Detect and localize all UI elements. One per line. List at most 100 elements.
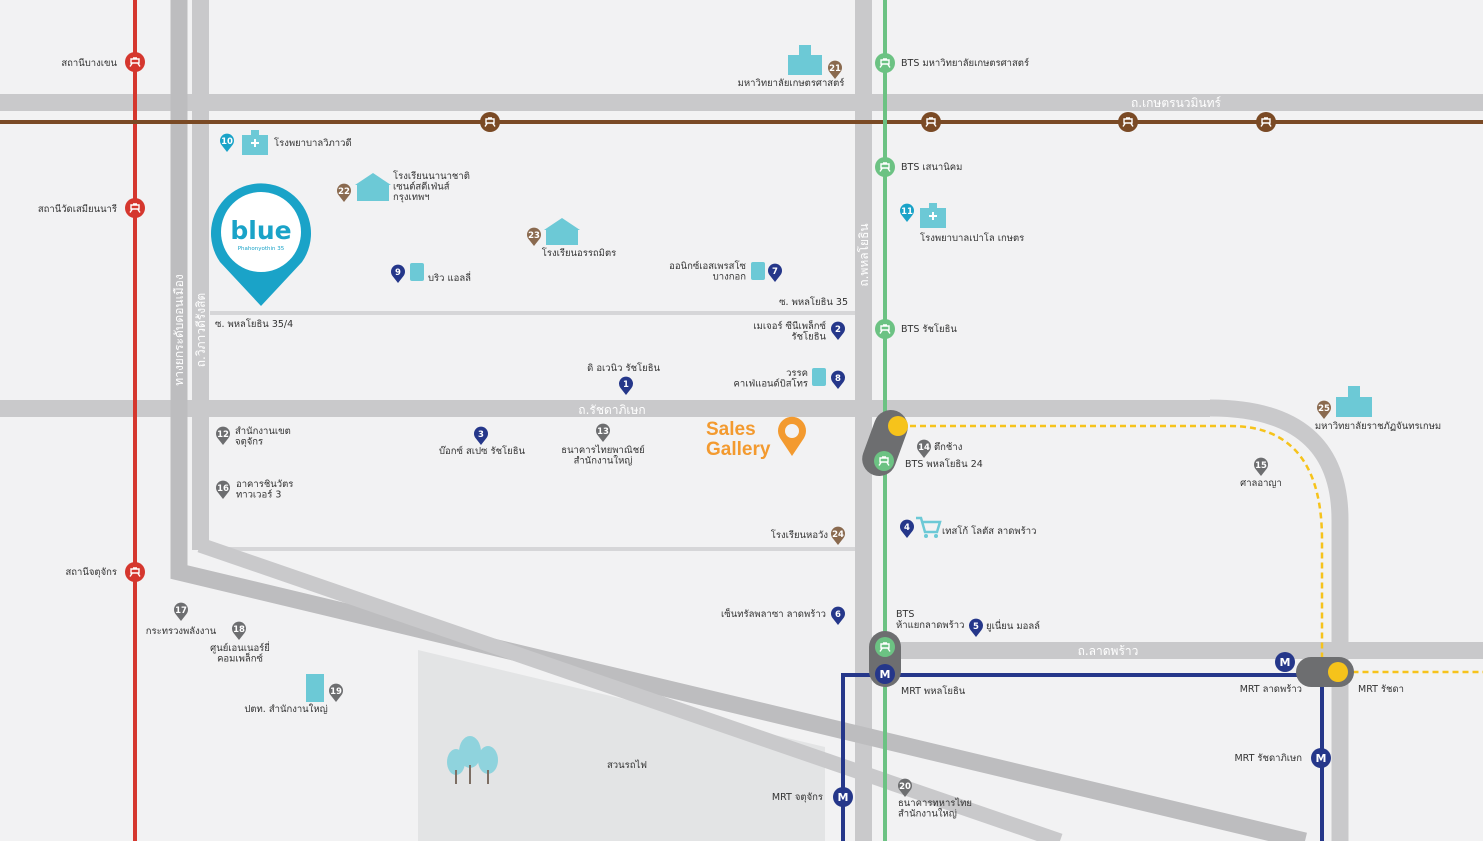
location-pin-icon [216,426,231,445]
bts-sena-nikhom-station[interactable] [875,157,895,177]
road-label-soi-35: ซ. พหลโยธิน 35 [779,296,848,308]
train-station-icon [1256,112,1276,132]
school-icon [788,45,822,75]
pin-number: 18 [233,625,245,635]
landmark-p3[interactable]: 3บ๊อกซ์ สเปซ รัชโยธิน [439,426,526,457]
train-station-icon [125,562,145,582]
location-pin-icon [831,526,845,545]
landmark-label: สำนักงานเขตจตุจักร [235,426,291,448]
hospital-icon [242,130,268,155]
soi-35-4-road [210,311,856,315]
label-bts-phahon24: BTS พหลโยธิน 24 [905,458,983,470]
landmark-label: เมเจอร์ ซีนีเพล็กซ์รัชโยธิน [753,319,826,343]
mrt-phahon-station[interactable]: M [875,664,895,684]
bts-ratchayothin-station[interactable] [875,319,895,339]
train-station-icon [875,53,895,73]
train-station-icon [921,112,941,132]
coffee-cup-icon [812,368,826,386]
label-bts-kasetsart: BTS มหาวิทยาลัยเกษตรศาสตร์ [901,57,1029,69]
yellow-phahon24-station[interactable] [888,416,908,436]
rot-fai-park-area [418,650,825,841]
landmark-label: มหาวิทยาลัยราชภัฏจันทรเกษม [1315,421,1441,432]
brown-station-1[interactable] [480,112,500,132]
mrt-m-icon [1275,652,1295,672]
soi-road-lower [210,547,856,551]
location-pin-icon [969,618,984,637]
label-mrt-ratchada: MRT รัชดา [1358,684,1404,695]
brown-station-3[interactable] [1118,112,1138,132]
location-pin-icon [391,264,405,283]
station-bang-khen[interactable] [125,52,145,72]
landmark-label: ยูเนี่ยน มอลล์ [986,619,1040,632]
landmark-p18[interactable]: 18 ศูนย์เอนเนอร์ยี่คอมเพล็กซ์ [210,621,270,665]
mrt-chatuchak-station[interactable]: M [833,787,853,807]
pin-number: 5 [973,622,979,632]
location-pin-icon [831,606,845,625]
pin-number: 6 [835,610,841,620]
landmark-label: ออนิกซ์เอสเพรสโซบางกอก [669,260,746,283]
landmark-p7[interactable]: 7 ออนิกซ์เอสเพรสโซบางกอก [669,260,782,283]
location-pin-icon [831,321,845,340]
location-pin-icon [619,376,633,395]
landmark-p6[interactable]: 6เซ็นทรัลพลาซา ลาดพร้าว [721,606,845,625]
pin-number: 13 [597,427,609,437]
landmark-label: บริว แอลลี่ [428,271,471,284]
pin-number: 7 [772,267,778,277]
landmark-p1[interactable]: 1ดิ อเวนิว รัชโยธิน [587,362,660,395]
sales-gallery-marker[interactable]: Sales Gallery [706,416,806,460]
mrt-ratchadaphisek-station[interactable]: M [1311,748,1331,768]
yellow-line [900,424,1483,674]
location-pin-icon [596,423,611,442]
ratchadaphisek-road-east [856,400,1210,417]
landmark-label: โรงพยาบาลวิภาวดี [274,137,352,149]
landmark-p5[interactable]: 5 ยูเนี่ยน มอลล์ [969,618,1040,637]
landmark-label: ศูนย์เอนเนอร์ยี่คอมเพล็กซ์ [210,641,270,665]
don-mueang-tollway [170,0,1307,841]
coffee-cup-icon [751,262,765,280]
brown-station-2[interactable] [921,112,941,132]
landmark-label: โรงเรียนอรรถมิตร [542,247,616,259]
vibhavadi-diagonal [197,537,1063,841]
label-chatuchak-srt: สถานีจตุจักร [65,566,117,578]
location-pin-icon [768,263,782,282]
mrt-lat-phrao-station[interactable]: M [1275,652,1295,672]
office-building-icon [306,674,324,702]
road-label-tollway: ทางยกระดับดอนเมือง [172,274,186,385]
vibhavadi-road [192,0,209,550]
location-pin-icon [831,370,845,389]
bts-ha-yaek-station[interactable] [875,637,895,657]
mrt-ratchada-station[interactable] [1328,662,1348,682]
bts-kasetsart-station[interactable] [875,53,895,73]
label-bts-ratchayothin: BTS รัชโยธิน [901,323,957,335]
blue-project-pin[interactable]: blue Phahonyothin 35 [210,183,312,306]
bts-phahon24-station[interactable] [874,451,894,471]
yellow-station-icon [1328,662,1348,682]
brown-station-4[interactable] [1256,112,1276,132]
pin-number: 17 [175,606,187,616]
landmark-label: โรงเรียนหอวัง [771,529,828,541]
station-chatuchak-srt[interactable] [125,562,145,582]
label-mrt-chatuchak: MRT จตุจักร [772,792,823,803]
station-wat-samian-nari[interactable] [125,198,145,218]
location-pin-icon [898,778,912,797]
